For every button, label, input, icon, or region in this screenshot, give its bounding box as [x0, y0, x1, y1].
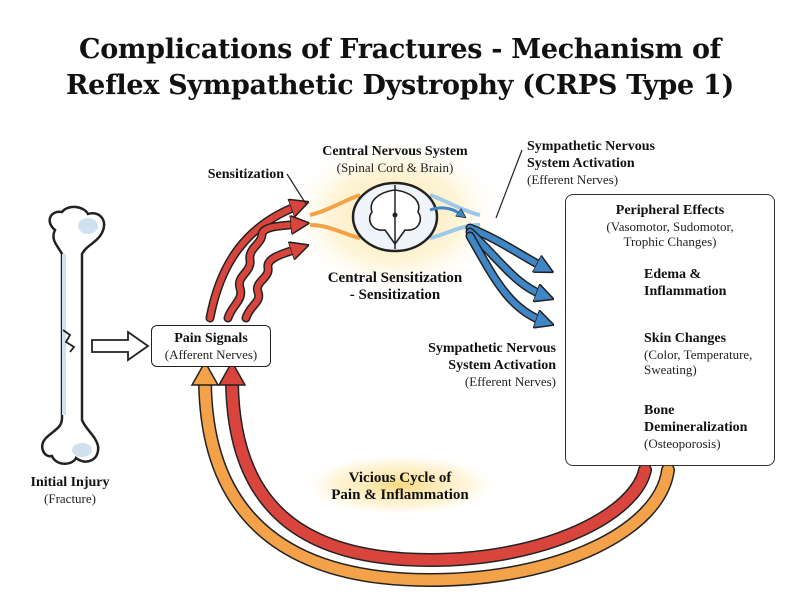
pain-signals-box: Pain Signals (Afferent Nerves) [151, 325, 271, 367]
loop-arrowhead-inner [217, 360, 247, 386]
effect-edema: Edema & Inflammation [644, 267, 727, 299]
vicious-cycle-label: Vicious Cycle of Pain & Inflammation [331, 470, 469, 503]
sympathetic-top-label: Sympathetic Nervous System Activation (E… [527, 139, 655, 187]
effect-skin-changes: Skin Changes (Color, Temperature, Sweati… [644, 331, 753, 377]
loop-arrowhead-outer [190, 360, 220, 386]
cns-label: Central Nervous System (Spinal Cord & Br… [305, 143, 485, 175]
cns-title: Central Nervous System [322, 144, 468, 159]
injury-to-pain-arrow [91, 330, 150, 362]
afferent-arrows [205, 205, 300, 323]
peripheral-header: Peripheral Effects (Vasomotor, Sudomotor… [606, 203, 734, 249]
efferent-arrows [465, 223, 545, 322]
pain-signals-subtitle: (Afferent Nerves) [164, 347, 258, 362]
effect-bone-demineralization: Bone Demineralization (Osteoporosis) [644, 403, 748, 451]
page-title-line2: Reflex Sympathetic Dystrophy (CRPS Type … [66, 70, 734, 101]
sensitization-label: Sensitization [207, 167, 284, 182]
femur-bone-icon [41, 205, 106, 465]
initial-injury-label: Initial Injury (Fracture) [30, 475, 110, 506]
vicious-cycle-glow [300, 453, 500, 517]
cns-subtitle: (Spinal Cord & Brain) [336, 160, 454, 175]
cns-to-spine-left [429, 206, 462, 215]
sympathetic-mid-label: Sympathetic Nervous System Activation (E… [428, 341, 556, 389]
peripheral-effects-panel [565, 194, 775, 466]
central-sensitization-label: Central Sensitization - Sensitization [327, 270, 463, 303]
vicious-cycle-loop [198, 371, 675, 588]
page-title-line1: Complications of Fractures - Mechanism o… [79, 34, 721, 65]
sensitization-leader [286, 173, 307, 205]
sympathetic-top-leader [495, 149, 523, 219]
spinal-cord-icon [309, 181, 481, 253]
pain-signals-title: Pain Signals [174, 331, 248, 346]
